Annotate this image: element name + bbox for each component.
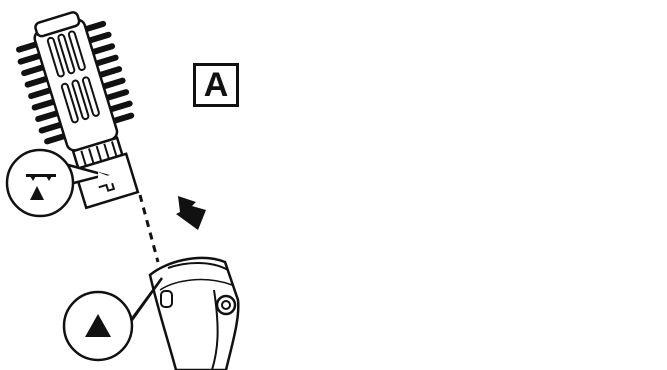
callout-tip-with-bar-marker — [5, 148, 110, 218]
alignment-guide-line — [138, 194, 160, 263]
step-label: A — [193, 63, 239, 107]
dryer-handle-1 — [148, 256, 240, 370]
brush-attachment-1 — [16, 11, 140, 210]
callout-triangle-marker — [62, 277, 164, 362]
panel-attach — [5, 11, 240, 370]
down-arrow-icon — [176, 196, 206, 230]
